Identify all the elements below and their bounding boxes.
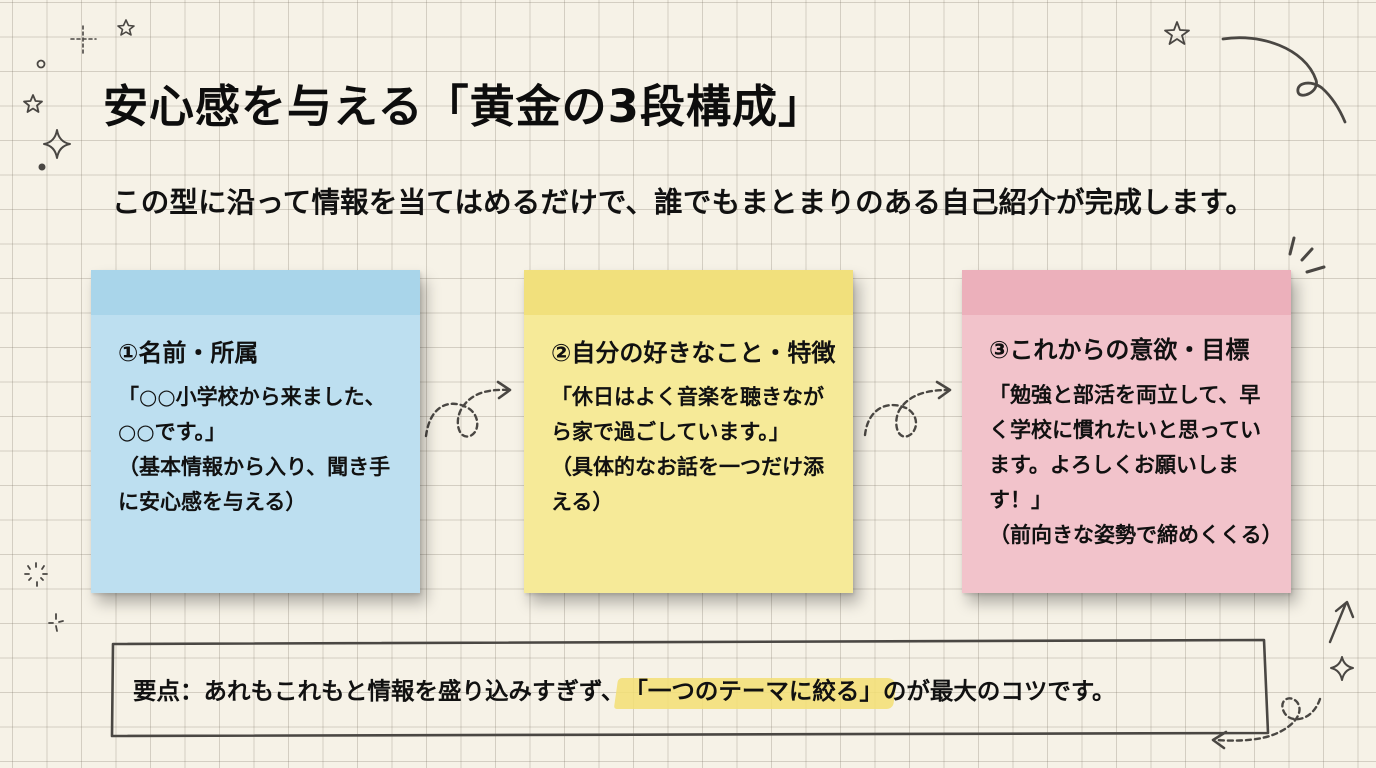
dot-icon — [38, 163, 46, 171]
card-title: ①名前・所属 — [118, 339, 259, 367]
sticky-note-band — [91, 270, 420, 315]
burst-dots-icon — [24, 562, 64, 632]
sparkle-icon — [43, 129, 71, 159]
circle-icon — [36, 59, 46, 69]
summary-prefix: 要点：あれもこれもと情報を盛り込みすぎず、 — [133, 677, 625, 705]
dashed-sparkle-icon — [70, 25, 97, 54]
sticky-note-motivation-goals: ③これからの意欲・目標 「勉強と部活を両立して、早く学校に慣れたいと思っています… — [962, 270, 1291, 593]
card-body: 「○○小学校から来ました、○○です。」 （基本情報から入り、聞き手に安心感を与え… — [118, 385, 391, 514]
summary-text: 要点：あれもこれもと情報を盛り込みすぎず、「一つのテーマに絞る」のが最大のコツで… — [133, 672, 1116, 706]
star-icon — [23, 94, 43, 113]
card-title: ③これからの意欲・目標 — [989, 336, 1250, 364]
card-title: ②自分の好きなこと・特徴 — [551, 339, 836, 367]
star-icon — [117, 19, 135, 36]
summary-highlight: 「一つのテーマに絞る」 — [624, 672, 883, 706]
star-icon — [1164, 21, 1190, 45]
sticky-note-name-affiliation: ①名前・所属 「○○小学校から来ました、○○です。」 （基本情報から入り、聞き手… — [91, 270, 420, 593]
sticky-note-likes-traits: ②自分の好きなこと・特徴 「休日はよく音楽を聴きながら家で過ごしています。」 （… — [524, 270, 853, 593]
card-body: 「休日はよく音楽を聴きながら家で過ごしています。」 （具体的なお話を一つだけ添え… — [551, 385, 824, 514]
page-title: 安心感を与える「黄金の3段構成」 — [103, 80, 824, 133]
card-body: 「勉強と部活を両立して、早く学校に慣れたいと思っています。よろしくお願いします！… — [989, 383, 1283, 547]
sticky-note-band — [962, 270, 1291, 315]
page-subtitle: この型に沿って情報を当てはめるだけで、誰でもまとまりのある自己紹介が完成します。 — [112, 186, 1255, 219]
sparkle-icon — [1330, 656, 1354, 681]
sticky-note-band — [524, 270, 853, 315]
curved-arrow-icon — [1221, 36, 1347, 124]
up-arrow-icon — [1328, 600, 1355, 644]
burst-lines-icon — [1288, 236, 1326, 274]
summary-suffix: のが最大のコツです。 — [882, 677, 1116, 705]
